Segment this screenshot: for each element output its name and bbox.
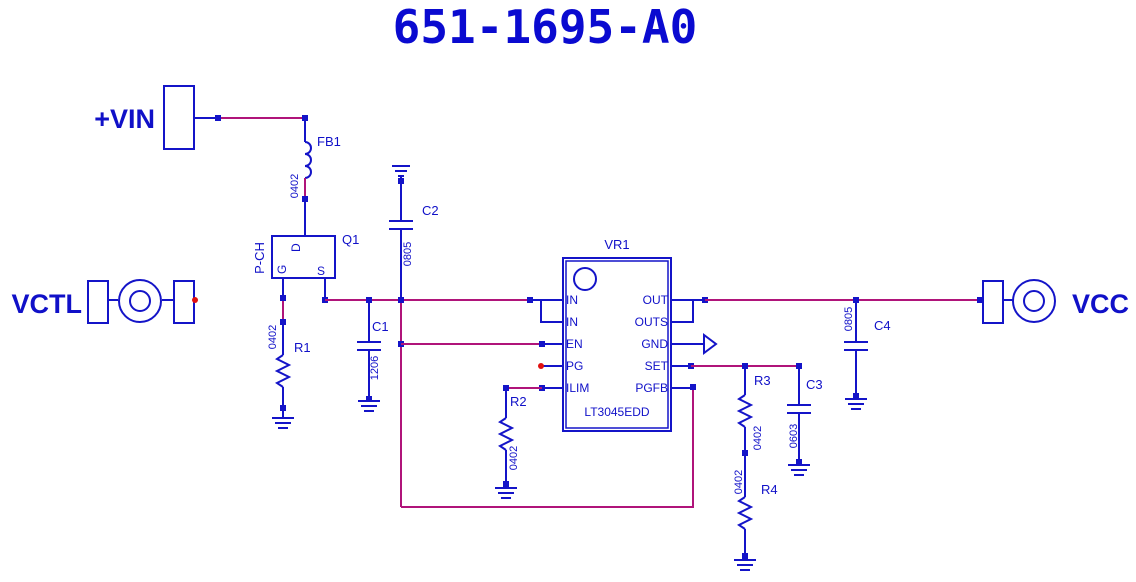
fb1-label: FB1 (317, 134, 341, 149)
r3-label: R3 (754, 373, 771, 388)
vr1-gnd-symbol (703, 333, 718, 355)
vcc-port[interactable]: VCC (982, 279, 1129, 324)
vctl-no-connect-dot (192, 297, 198, 303)
r2-label: R2 (510, 394, 527, 409)
r3-package: 0402 (752, 426, 764, 450)
c2-label: C2 (422, 203, 439, 218)
q1-pin-g: G (275, 265, 289, 274)
vr1-pin-pgfb: PGFB (635, 381, 668, 395)
vcc-port-label: VCC (1072, 289, 1129, 319)
vin-port-label: +VIN (94, 104, 155, 134)
vr1-pin-gnd: GND (641, 337, 668, 351)
c1-package: 1206 (369, 356, 381, 380)
schematic-title: 651-1695-A0 (393, 0, 698, 54)
q1-mosfet[interactable]: D G S Q1 P-CH (252, 232, 359, 303)
c1-label: C1 (372, 319, 389, 334)
vin-port[interactable]: +VIN (94, 85, 221, 150)
c3-label: C3 (806, 377, 823, 392)
c3-package: 0603 (788, 424, 800, 448)
vr1-part-number: LT3045EDD (584, 405, 649, 419)
r3-resistor[interactable]: R3 0402 (736, 369, 771, 456)
vr1-pin-out: OUT (643, 293, 669, 307)
fb1-package: 0402 (289, 174, 301, 198)
vr1-pin-ilim: ILIM (566, 381, 589, 395)
c1-capacitor[interactable]: C1 1206 (357, 303, 389, 412)
vr1-pin-in-1: IN (566, 293, 578, 307)
r2-resistor[interactable]: R2 0402 (495, 391, 527, 499)
q1-pin-d: D (289, 243, 303, 252)
r4-resistor[interactable]: R4 0402 (733, 456, 778, 571)
c3-capacitor[interactable]: C3 0603 (787, 369, 823, 476)
fb1-inductor[interactable]: FB1 0402 (289, 121, 341, 236)
vctl-port-label: VCTL (12, 289, 83, 319)
vr1-pin-outs: OUTS (635, 315, 668, 329)
c2-capacitor[interactable]: C2 0805 (389, 165, 439, 297)
r1-label: R1 (294, 340, 311, 355)
r1-package: 0402 (267, 325, 279, 349)
c4-package: 0805 (843, 307, 855, 331)
vr1-regulator[interactable]: VR1 LT3045EDD IN IN EN PG ILIM OUT OUTS … (533, 237, 718, 432)
vr1-pin-set: SET (645, 359, 669, 373)
vin-net-wire (221, 117, 306, 120)
r2-package: 0402 (508, 446, 520, 470)
vr1-label: VR1 (604, 237, 629, 252)
pgfb-net-wire (401, 388, 694, 508)
q1-pin-s: S (317, 264, 325, 278)
q1-type: P-CH (252, 242, 267, 274)
r4-package: 0402 (733, 470, 745, 494)
c4-capacitor[interactable]: C4 0805 (843, 303, 891, 410)
c4-label: C4 (874, 318, 891, 333)
vr1-pin-pg: PG (566, 359, 583, 373)
c2-package: 0805 (402, 242, 414, 266)
vctl-port[interactable]: VCTL (12, 279, 199, 324)
q1-label: Q1 (342, 232, 359, 247)
vr1-pin-in-2: IN (566, 315, 578, 329)
vr1-pin-en: EN (566, 337, 583, 351)
r4-label: R4 (761, 482, 778, 497)
pg-no-connect-dot (538, 363, 544, 369)
r1-resistor[interactable]: R1 0402 (267, 301, 311, 429)
